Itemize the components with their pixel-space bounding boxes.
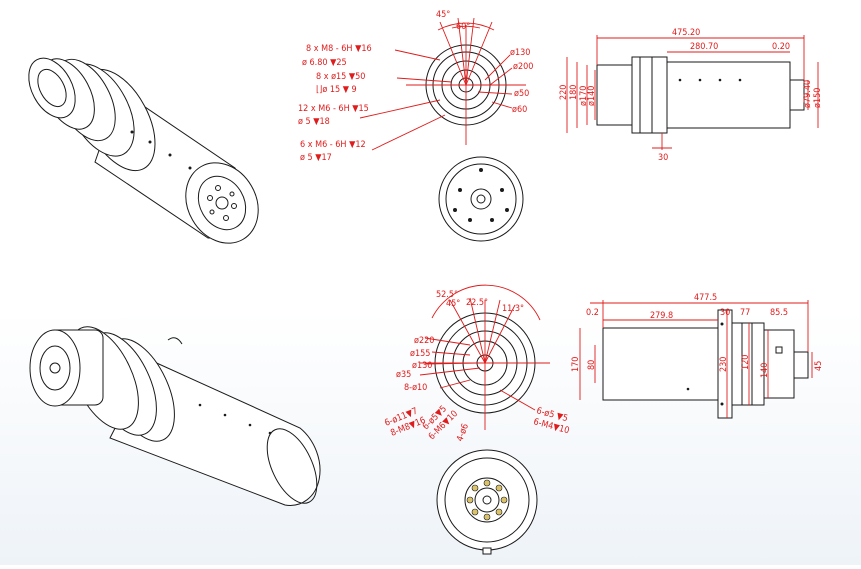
diam-label-4: ø60 [512, 105, 527, 115]
dim-b-flange: 30 [720, 308, 730, 318]
angle-label-b3: 22.5° [466, 298, 488, 308]
iso-spindle-bottom [29, 326, 321, 506]
rear-view-top [438, 156, 524, 242]
front-view-top: 45° 60° 8 x M8 - 6H ▼16 ø 6.80 ▼25 8 x ø… [298, 10, 533, 163]
dim-body: 280.70 [690, 42, 718, 52]
iso-spindle-top [28, 57, 259, 244]
angle-label-b2: 45° [446, 299, 460, 309]
dim-h1: 220 [559, 85, 569, 100]
rear-view-bottom [436, 449, 538, 555]
diam-label-b1: ø220 [414, 336, 434, 346]
diam-label-b3: ø130 [412, 361, 432, 371]
dim-b-body: 279.8 [650, 311, 673, 321]
dim-overall: 475.20 [672, 28, 700, 38]
angle-label-2: 60° [456, 22, 470, 32]
diam-label-b4: ø35 [396, 370, 411, 380]
callout-6: ø 5 ▼18 [298, 117, 330, 127]
dim-h4: ø140 [587, 86, 597, 106]
callout-2: ø 6.80 ▼25 [302, 58, 347, 68]
angle-label-b4: 11.3° [502, 304, 524, 314]
dim-b-h5: 140 [760, 363, 770, 378]
callout-b1: 8-ø10 [404, 383, 427, 393]
callout-1: 8 x M8 - 6H ▼16 [306, 44, 372, 54]
dim-b-offset: 0.2 [586, 308, 599, 318]
callout-4: ⌊⌋ø 15 ▼ 9 [316, 84, 357, 95]
dim-b-right: 45 [814, 361, 824, 371]
dim-b-tail: 85.5 [770, 308, 788, 318]
callout-3: 8 x ø15 ▼50 [316, 72, 365, 82]
dim-h2: 180 [569, 85, 579, 100]
dim-right1: ø79.40 [803, 80, 813, 108]
dim-b-h1: 170 [571, 357, 581, 372]
callout-5: 12 x M6 - 6H ▼15 [298, 104, 369, 114]
side-view-bottom: 477.5 0.2 279.8 30 77 85.5 170 80 230 12… [571, 293, 824, 419]
dim-flange: 30 [658, 153, 668, 163]
diam-label-3: ø50 [514, 89, 529, 99]
dim-b-h3: 230 [719, 357, 729, 372]
dim-b-overall: 477.5 [694, 293, 717, 303]
dim-h3: ø170 [579, 86, 589, 106]
dim-b-seg: 77 [740, 308, 750, 318]
callout-b6: 4-ø6 [455, 423, 471, 444]
callout-8: ø 5 ▼17 [300, 153, 332, 163]
diam-label-b2: ø155 [410, 349, 430, 359]
diam-label-1: ø130 [510, 48, 530, 58]
dim-b-h4: 120 [741, 355, 751, 370]
front-view-bottom: 52.5° 45° 22.5° 11.3° ø220 ø155 ø130 ø35… [383, 284, 570, 444]
dim-offset: 0.20 [772, 42, 790, 52]
angle-label-b1: 52.5° [436, 290, 458, 300]
dim-b-h2: 80 [587, 360, 597, 370]
dim-right2: ø150 [813, 88, 823, 108]
callout-7: 6 x M6 - 6H ▼12 [300, 140, 366, 150]
side-view-top: 475.20 280.70 0.20 220 180 ø170 ø140 ø79… [559, 28, 823, 163]
angle-label-1: 45° [436, 10, 450, 20]
diam-label-2: ø200 [513, 62, 533, 72]
